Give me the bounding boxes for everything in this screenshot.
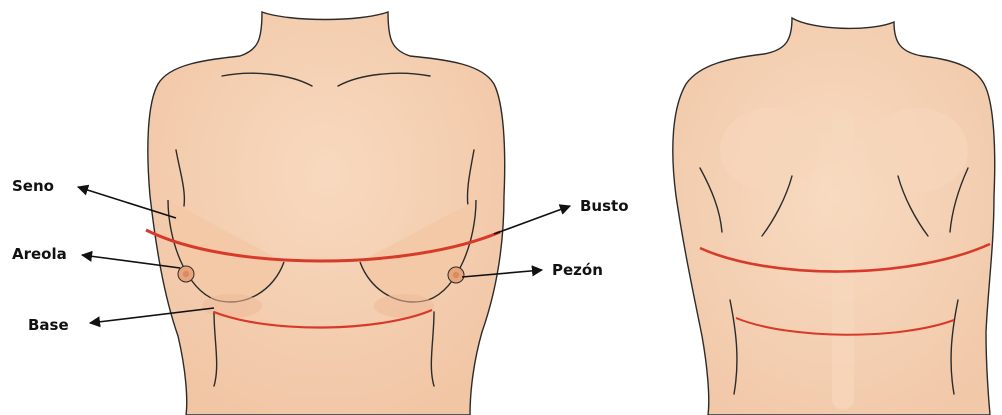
right-nipple-shape	[453, 272, 459, 278]
label-seno-text: Seno	[12, 177, 54, 195]
front-torso	[146, 12, 505, 415]
label-busto: Busto	[494, 197, 629, 234]
label-areola-text: Areola	[12, 245, 67, 263]
label-areola: Areola	[12, 245, 180, 268]
left-shoulder-blade	[720, 108, 820, 192]
left-underbreast-shade	[202, 294, 262, 318]
right-shoulder-blade	[868, 108, 968, 192]
right-underbreast-shade	[374, 294, 434, 318]
label-base-text: Base	[28, 316, 69, 334]
arrow-busto	[494, 206, 570, 234]
left-nipple-shape	[183, 271, 189, 277]
label-busto-text: Busto	[580, 197, 629, 215]
spine-highlight	[832, 110, 854, 410]
label-pezon-text: Pezón	[552, 261, 603, 279]
back-torso	[673, 18, 995, 415]
